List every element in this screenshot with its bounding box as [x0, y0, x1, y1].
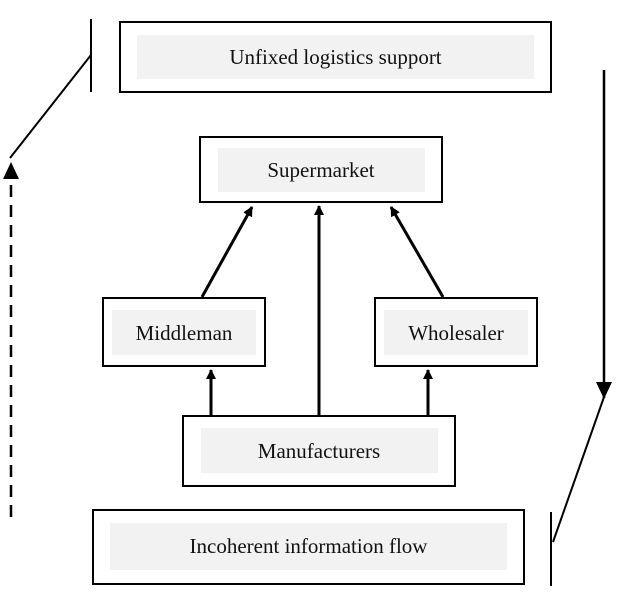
- manufacturers-label: Manufacturers: [258, 439, 380, 463]
- node-unfixed-logistics: Unfixed logistics support: [119, 21, 552, 93]
- supermarket-label: Supermarket: [267, 158, 374, 182]
- right-flow-connector: [550, 70, 612, 586]
- middleman-label: Middleman: [136, 321, 233, 345]
- arrow-wholesaler-to-supermarket: [389, 206, 445, 298]
- incoherent-info-label: Incoherent information flow: [190, 534, 429, 558]
- wholesaler-label: Wholesaler: [408, 321, 504, 345]
- node-incoherent-info: Incoherent information flow: [92, 509, 525, 585]
- node-manufacturers: Manufacturers: [182, 415, 456, 487]
- left-feedback-connector: [2, 19, 92, 517]
- arrow-middleman-to-supermarket: [200, 206, 254, 298]
- unfixed-logistics-label: Unfixed logistics support: [229, 45, 441, 69]
- node-middleman: Middleman: [102, 297, 266, 367]
- node-supermarket: Supermarket: [199, 136, 443, 203]
- node-wholesaler: Wholesaler: [374, 297, 538, 367]
